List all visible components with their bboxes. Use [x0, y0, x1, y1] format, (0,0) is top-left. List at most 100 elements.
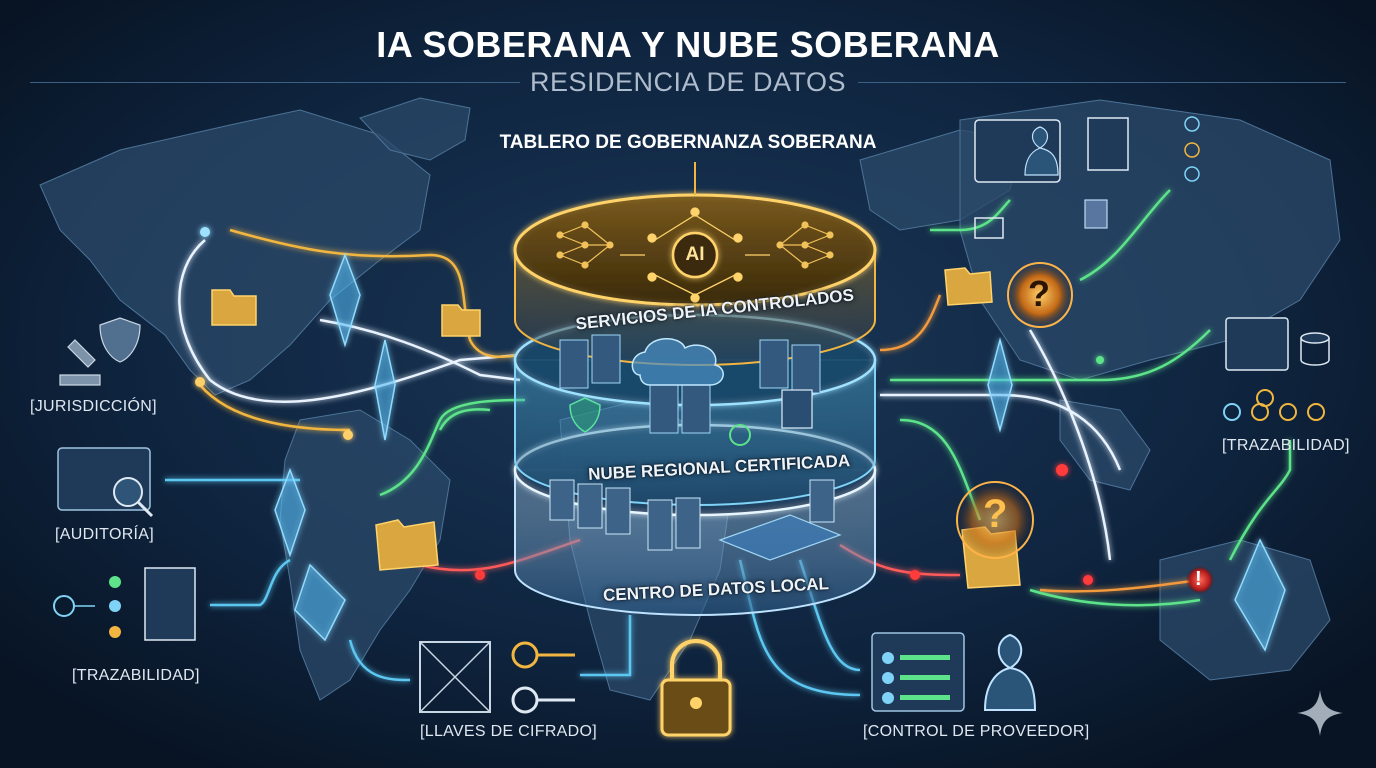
flow-line-cyan-4 — [580, 615, 632, 677]
shield-diamond-1 — [329, 252, 361, 348]
server-icon — [809, 479, 835, 523]
server-icon — [791, 344, 821, 394]
provider-panel-icon — [871, 632, 965, 712]
server-icons-bottom — [549, 479, 835, 551]
lock-icon-group — [660, 639, 732, 737]
title-divider-right — [858, 82, 1346, 83]
shield-diamond-2 — [374, 339, 396, 441]
dashboard-icon — [1225, 317, 1289, 371]
ai-chip-icon — [671, 231, 719, 279]
top-right-icon-group — [974, 116, 1200, 239]
continent-southeast-asia — [1059, 399, 1151, 491]
label-encryption-keys: [LLAVES DE CIFRADO] — [420, 723, 598, 740]
title-divider-left — [30, 82, 520, 83]
flow-line-cyan-2 — [210, 558, 291, 607]
red-dot — [475, 570, 485, 580]
red-dot — [1056, 464, 1068, 476]
network-icon — [419, 641, 491, 713]
node-dot — [195, 377, 205, 387]
shield-diamond-3 — [274, 467, 306, 558]
neural-net-left — [556, 221, 614, 269]
server-icon — [681, 384, 711, 434]
red-dot — [1083, 575, 1093, 585]
neural-net-right — [776, 221, 834, 269]
jurisdiction-icon-group — [59, 317, 141, 386]
flow-node-icon — [109, 626, 121, 638]
traceability-right-icon-group — [1223, 317, 1330, 421]
flow-line-gold-1 — [229, 228, 521, 359]
flow-line-gold-2 — [199, 384, 351, 432]
folder-lock-icon — [944, 267, 993, 306]
page-title: IA SOBERANA Y NUBE SOBERANA — [376, 24, 1000, 65]
continent-greenland — [359, 97, 471, 161]
flow-line-green-8 — [1228, 440, 1292, 561]
flow-line-orange-1 — [879, 294, 942, 352]
page-subtitle: RESIDENCIA DE DATOS — [529, 67, 847, 97]
shield-diamond-6 — [1234, 538, 1286, 652]
alert-orb-warning — [1186, 566, 1214, 594]
gavel-icon — [59, 339, 101, 386]
folder-lock-icon — [375, 519, 439, 571]
magnifier-icon — [113, 477, 143, 507]
red-dot — [910, 570, 920, 580]
cylinder-stack — [513, 162, 877, 616]
server-icon — [591, 334, 621, 384]
encryption-icon-group — [419, 641, 575, 714]
server-icon — [577, 483, 603, 529]
node-dot — [1096, 356, 1104, 364]
server-icon — [605, 487, 631, 535]
node-dots — [195, 227, 1104, 440]
flow-line-green-3 — [890, 329, 1211, 382]
flow-line-green-2 — [438, 408, 491, 431]
certificate-icon — [1087, 117, 1129, 171]
floorplan-icon — [718, 514, 842, 561]
question-glyph-bottom: ? — [983, 492, 1008, 536]
folder-lock-icon — [211, 289, 257, 326]
shield-diamond-5 — [987, 337, 1013, 433]
node-dot — [200, 227, 210, 237]
database-icon — [1300, 332, 1330, 344]
flow-line-green-1 — [379, 398, 526, 497]
server-icons-middle — [559, 334, 821, 434]
continent-north-america — [39, 109, 431, 396]
user-icon — [1024, 126, 1059, 176]
alert-orb-question-top — [1007, 262, 1073, 328]
label-traceability-left: [TRAZABILIDAD] — [72, 667, 200, 684]
traceability-left-icon-group — [53, 567, 196, 641]
sparkle-icon — [1297, 690, 1343, 736]
server-icon — [549, 479, 575, 521]
server-icon — [649, 384, 679, 434]
server-icon — [675, 497, 701, 549]
folder-icon — [974, 217, 1004, 239]
certificate-icon — [781, 389, 813, 429]
server-icon — [559, 339, 589, 389]
flow-line-cyan-3 — [348, 639, 411, 682]
flow-line-white-4 — [1028, 329, 1112, 561]
shield-diamond-4 — [294, 563, 346, 642]
flow-line-orange-2 — [1039, 578, 1201, 593]
audit-icon-group — [57, 447, 154, 518]
warning-glyph: ! — [1195, 568, 1202, 590]
document-icon — [144, 567, 196, 641]
flow-node-icon — [109, 576, 121, 588]
flow-line-green-6 — [1079, 189, 1171, 282]
ai-core-network — [620, 207, 770, 303]
lock-shackle — [670, 639, 722, 680]
ai-chip-label: AI — [685, 244, 705, 265]
folder-lock-icon — [441, 304, 481, 337]
checkmark-icon — [729, 424, 751, 446]
shield-diamonds — [274, 252, 1286, 652]
label-provider-control: [CONTROL DE PROVEEDOR] — [863, 723, 1090, 740]
user-icon — [983, 633, 1037, 711]
database-tower-icon — [1084, 199, 1108, 229]
server-icon — [759, 339, 789, 389]
dashboard-title: TABLERO DE GOBERNANZA SOBERANA — [499, 132, 877, 153]
provider-icon-group — [871, 632, 1037, 712]
server-icon — [647, 499, 673, 551]
label-audit: [AUDITORÍA] — [55, 526, 155, 543]
flow-node-icon — [109, 600, 121, 612]
label-jurisdiction: [JURISDICCIÓN] — [30, 398, 157, 415]
label-traceability-right: [TRAZABILIDAD] — [1222, 437, 1350, 454]
alert-orb-question-bottom — [956, 481, 1034, 559]
